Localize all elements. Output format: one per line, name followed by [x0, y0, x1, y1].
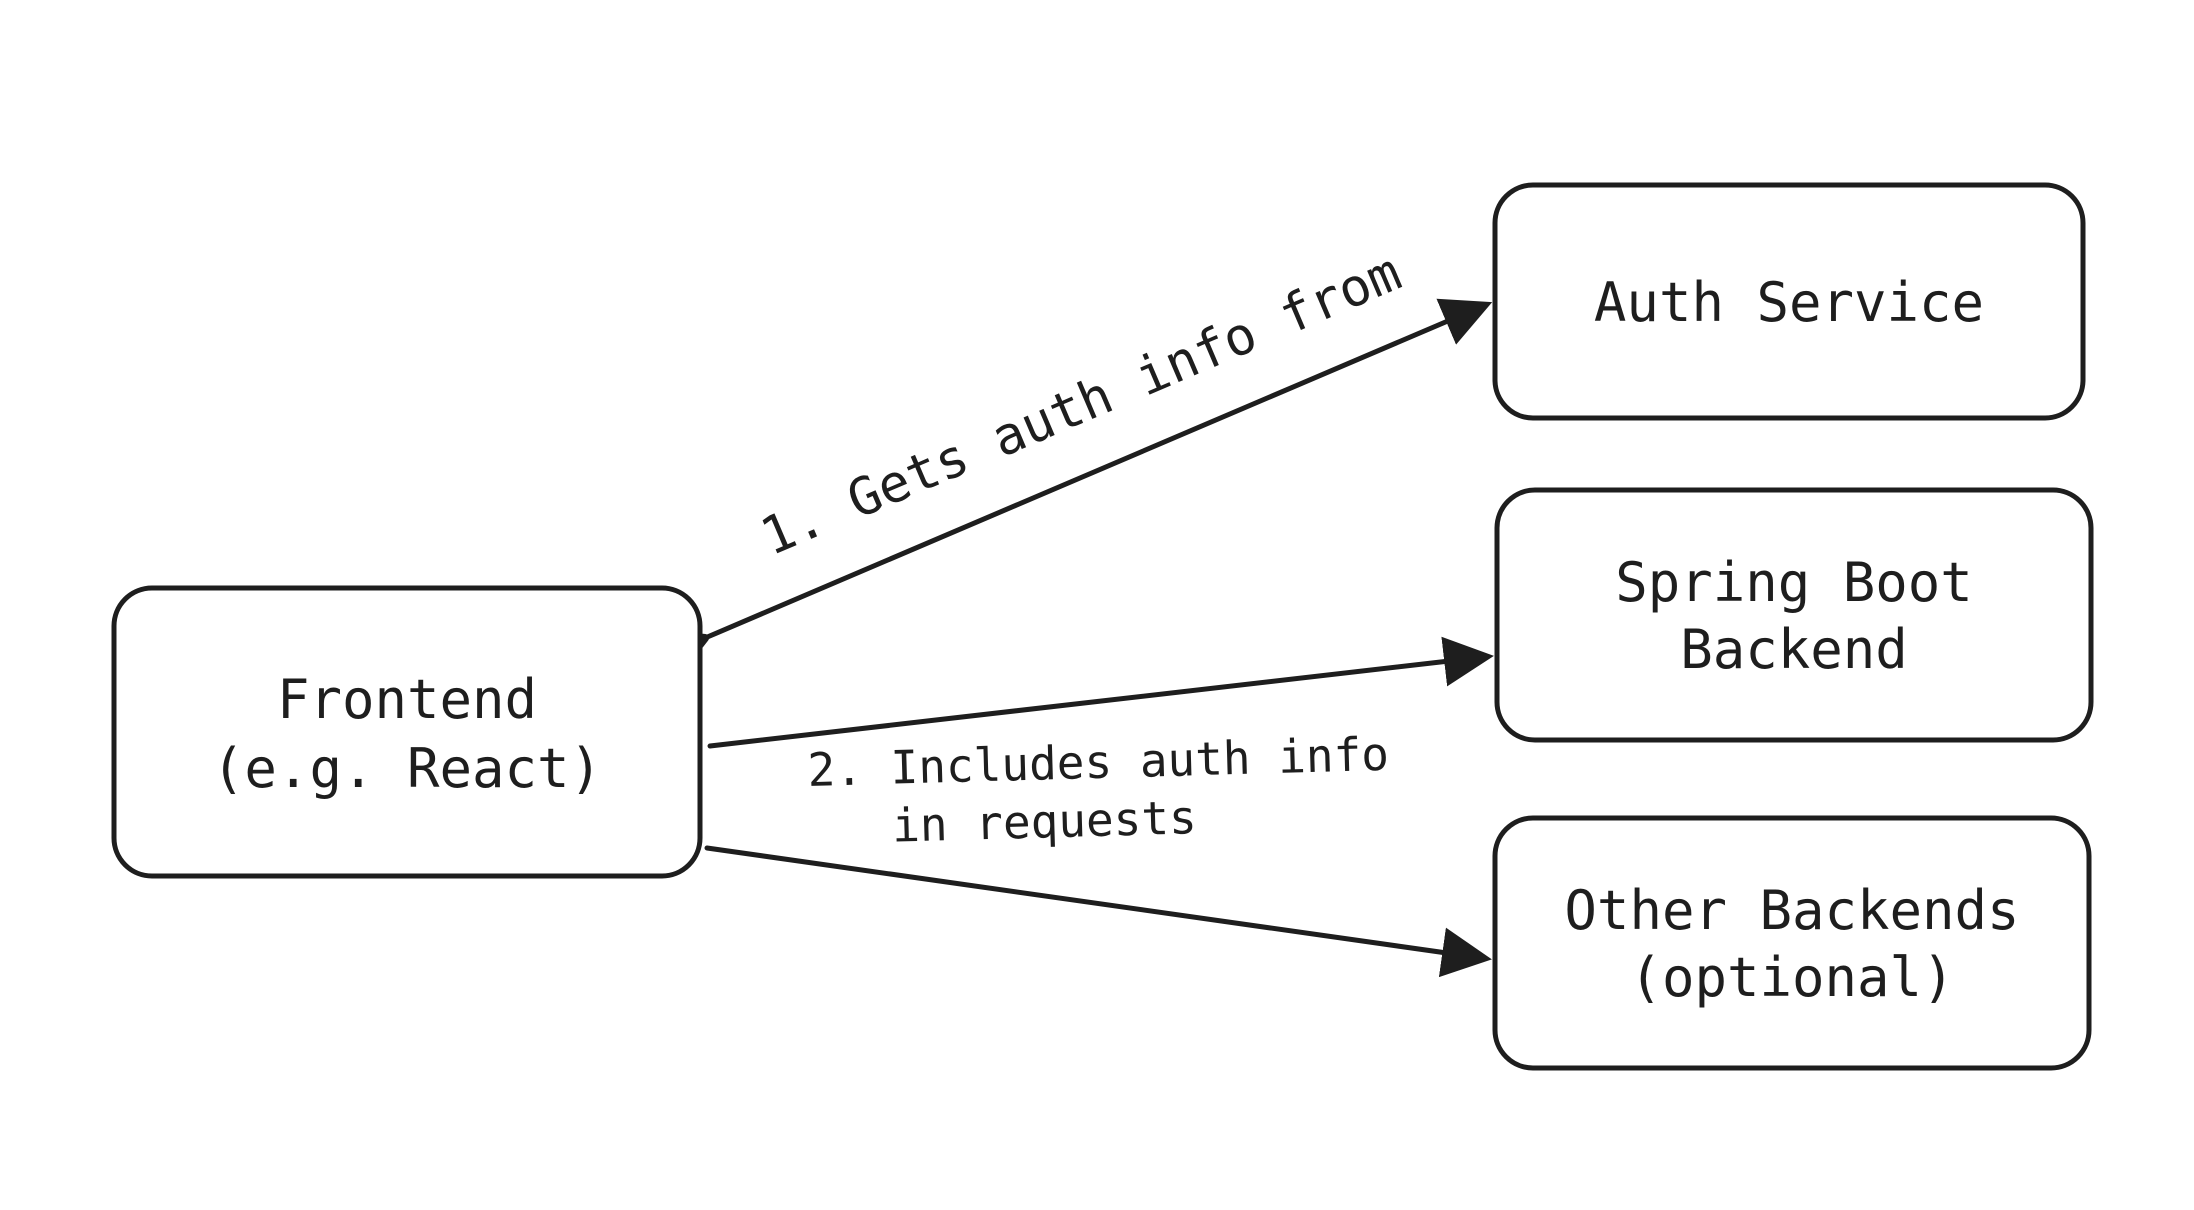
node-frontend: Frontend (e.g. React) — [111, 585, 703, 879]
edge-frontend-other-backends — [704, 845, 1492, 978]
node-other-backends-label-line-2: (optional) — [1629, 946, 1954, 1009]
node-spring-boot-label-line-1: Spring Boot — [1615, 551, 1973, 614]
edge-label-includes-auth: 2. Includes auth info in requests — [807, 727, 1390, 853]
node-frontend-label-line-2: (e.g. React) — [212, 737, 602, 800]
edge-frontend-auth-service: 1. Gets auth info from — [649, 243, 1493, 683]
node-auth-service: Auth Service — [1492, 182, 2086, 421]
node-spring-boot-box — [1494, 487, 2094, 743]
node-auth-service-box — [1492, 182, 2086, 421]
edge-label-gets-auth: 1. Gets auth info from — [753, 243, 1410, 568]
node-other-backends-label-line-1: Other Backends — [1564, 879, 2019, 942]
edge-label-includes-auth-line-1: 2. Includes auth info — [807, 727, 1390, 797]
node-spring-boot-backend: Spring Boot Backend — [1494, 487, 2094, 743]
node-other-backends: Other Backends (optional) — [1492, 815, 2092, 1071]
edge-line-other-backends — [704, 845, 1492, 978]
edge-line-gets-auth — [649, 298, 1493, 683]
node-auth-service-label: Auth Service — [1594, 271, 1984, 334]
edge-frontend-spring-boot — [707, 636, 1494, 749]
edge-label-includes-auth-line-2: in requests — [891, 790, 1197, 852]
node-frontend-box — [111, 585, 703, 879]
edge-line-spring-boot — [707, 636, 1494, 749]
node-other-backends-box — [1492, 815, 2092, 1071]
node-spring-boot-label-line-2: Backend — [1680, 618, 1908, 681]
node-frontend-label-line-1: Frontend — [277, 668, 537, 731]
